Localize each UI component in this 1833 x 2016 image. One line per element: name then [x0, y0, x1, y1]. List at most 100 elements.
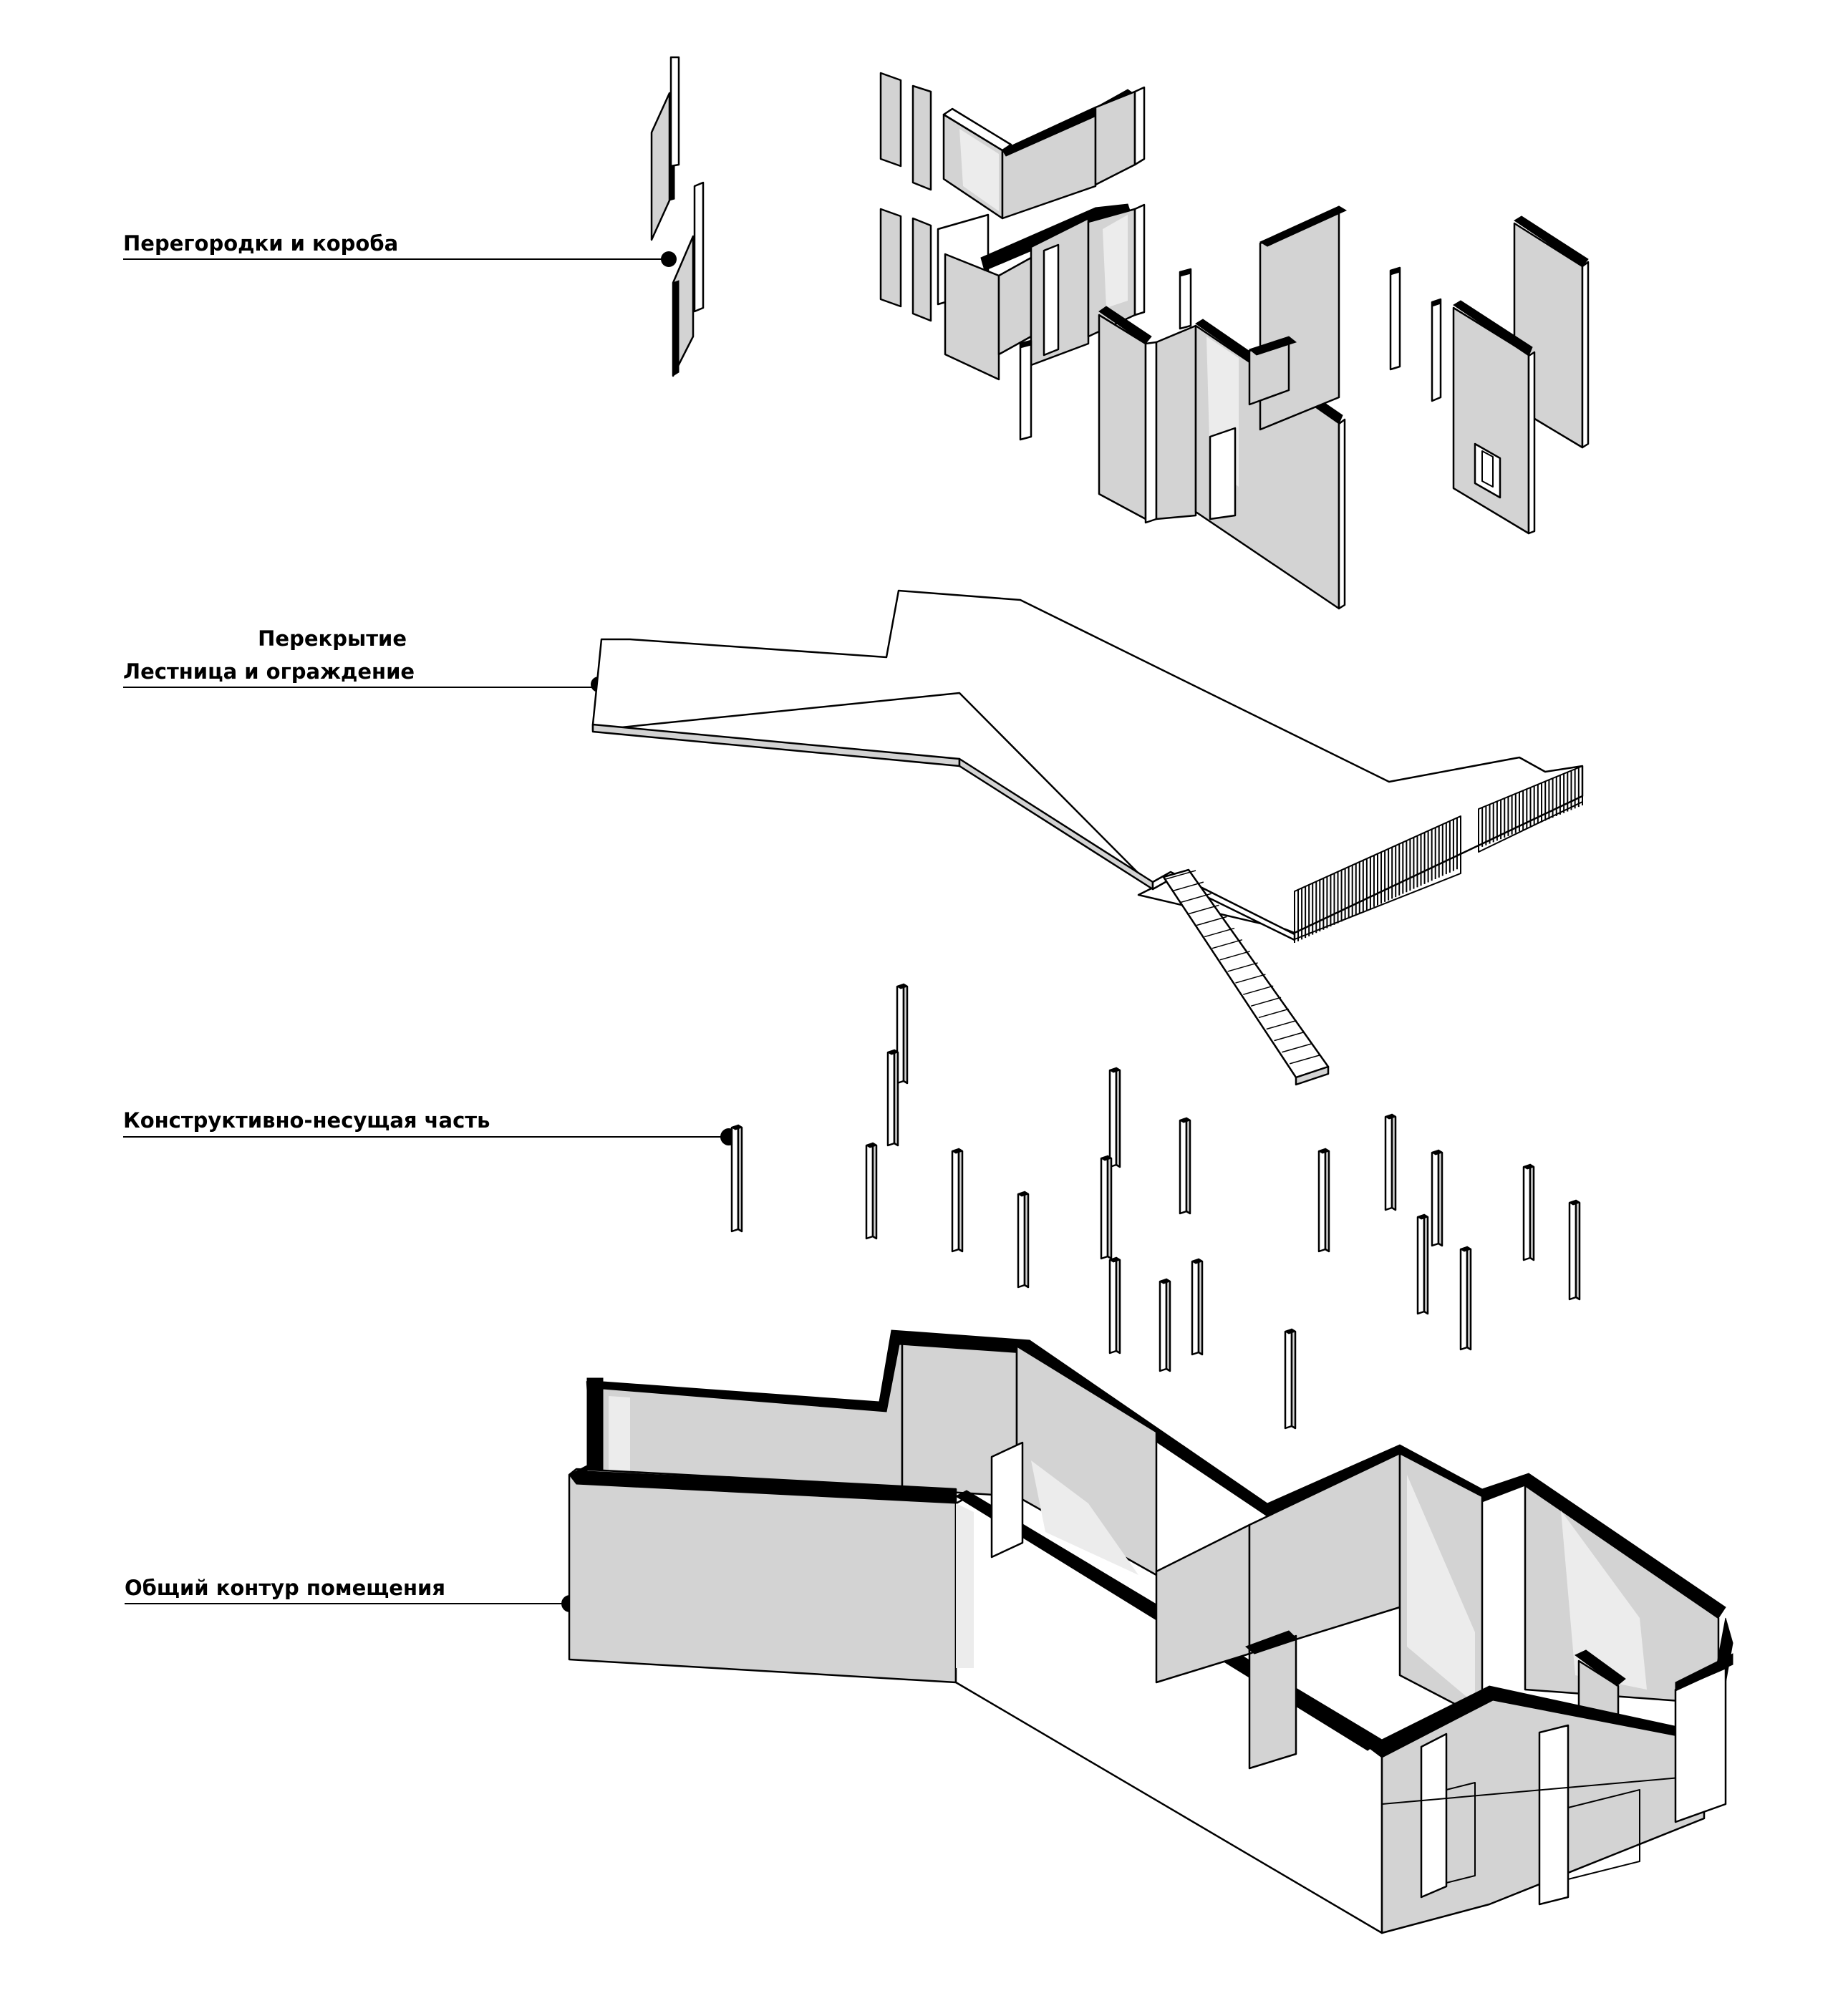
partition-post-b: [1179, 268, 1192, 330]
column-side: [1115, 1067, 1121, 1168]
stair-step: [1274, 1031, 1305, 1042]
label-partitions-text: Перегородки и короба: [123, 231, 398, 256]
structural-column: [886, 1049, 899, 1147]
room-outline-layer: [568, 1329, 1733, 1934]
structural-column: [1100, 1155, 1113, 1260]
structural-columns-layer: [730, 983, 1581, 1430]
column-top: [1191, 1259, 1204, 1264]
structural-column: [1108, 1256, 1121, 1354]
outline-wall-front-left: [568, 1468, 957, 1684]
stair-step: [1266, 1019, 1297, 1030]
partition-cluster-upper: [879, 72, 1146, 220]
column-side: [957, 1148, 964, 1253]
stair-step: [1235, 974, 1266, 984]
column-top: [896, 984, 909, 989]
partition-post-a: [1019, 339, 1032, 441]
column-face: [1284, 1328, 1293, 1430]
column-top: [1522, 1164, 1535, 1170]
stair-steps: [1165, 870, 1320, 1065]
column-face: [1431, 1149, 1440, 1247]
slab-edge: [591, 723, 961, 767]
stair-step: [1173, 881, 1204, 891]
column-top: [1100, 1155, 1113, 1161]
column-side: [737, 1124, 743, 1233]
structural-column: [1317, 1148, 1330, 1253]
label-slab-text: Перекрытие: [258, 626, 407, 651]
stair: [1162, 868, 1330, 1086]
column-top: [865, 1143, 878, 1148]
wall-niche: [1474, 442, 1501, 499]
structural-column: [1459, 1246, 1472, 1351]
column-face: [1416, 1213, 1426, 1315]
structural-column: [865, 1142, 878, 1240]
stair-step: [1282, 1043, 1312, 1053]
stair-step: [1165, 870, 1196, 880]
column-top: [951, 1148, 964, 1154]
stair-step: [1181, 893, 1211, 903]
label-stair-text: Лестница и ограждение: [123, 659, 415, 684]
structural-column: [1384, 1113, 1397, 1211]
column-face: [951, 1148, 960, 1253]
column-face: [730, 1124, 740, 1233]
label-partitions: Перегородки и короба: [123, 231, 677, 267]
stair-step: [1250, 997, 1282, 1007]
column-side: [902, 983, 909, 1085]
column-face: [1191, 1258, 1200, 1356]
column-face: [1459, 1246, 1469, 1351]
column-side: [1106, 1155, 1113, 1260]
column-side: [1391, 1113, 1397, 1211]
column-side: [1437, 1149, 1443, 1247]
column-face: [1317, 1148, 1327, 1253]
stair-step: [1219, 951, 1250, 961]
partition-wall-right-front: [1452, 300, 1536, 535]
partition-panel-left-lower: [672, 181, 705, 377]
structural-column: [1522, 1163, 1535, 1261]
structural-column: [1568, 1199, 1581, 1301]
label-slab-stair: Перекрытие Лестница и ограждение: [123, 626, 606, 692]
partition-post-c: [1389, 266, 1401, 371]
stair-step: [1196, 916, 1227, 926]
stair-step: [1243, 985, 1274, 995]
column-face: [886, 1049, 896, 1147]
stair-step: [1289, 1055, 1320, 1065]
stair-step: [1204, 927, 1235, 938]
column-face: [1522, 1163, 1532, 1261]
structural-column: [1416, 1213, 1429, 1315]
column-top: [730, 1125, 743, 1130]
label-outline-text: Общий контур помещения: [125, 1576, 445, 1600]
label-outline: Общий контур помещения: [125, 1576, 579, 1612]
column-face: [1100, 1155, 1109, 1260]
partition-wall-tall: [1248, 205, 1348, 431]
leader-dot-partitions: [661, 251, 677, 267]
structural-column: [1017, 1191, 1030, 1289]
column-top: [1384, 1114, 1397, 1120]
partition-cluster-middle: [879, 203, 1146, 381]
column-side: [1575, 1199, 1581, 1301]
column-side: [1023, 1191, 1030, 1289]
railing-segment-right: [1478, 765, 1583, 853]
structural-column: [1108, 1067, 1121, 1168]
column-face: [1384, 1113, 1393, 1211]
column-top: [1568, 1200, 1581, 1206]
column-side: [1529, 1163, 1535, 1261]
stair-step: [1227, 962, 1258, 972]
label-structure-text: Конструктивно-несущая часть: [123, 1108, 490, 1133]
column-face: [1108, 1067, 1118, 1168]
railing: [1294, 765, 1583, 943]
column-side: [1290, 1328, 1297, 1430]
stair-step: [1258, 1008, 1290, 1019]
column-face: [865, 1142, 874, 1240]
column-top: [886, 1050, 899, 1055]
column-top: [1159, 1279, 1171, 1284]
stair-step: [1189, 904, 1219, 915]
column-side: [1197, 1258, 1204, 1356]
structural-column: [1431, 1149, 1443, 1247]
label-structure: Конструктивно-несущая часть: [123, 1108, 737, 1145]
column-side: [1466, 1246, 1472, 1351]
structural-column: [730, 1124, 743, 1233]
partition-panel-left-upper: [650, 56, 680, 241]
column-face: [1179, 1117, 1188, 1215]
structural-column: [1284, 1328, 1297, 1430]
column-side: [893, 1049, 899, 1147]
